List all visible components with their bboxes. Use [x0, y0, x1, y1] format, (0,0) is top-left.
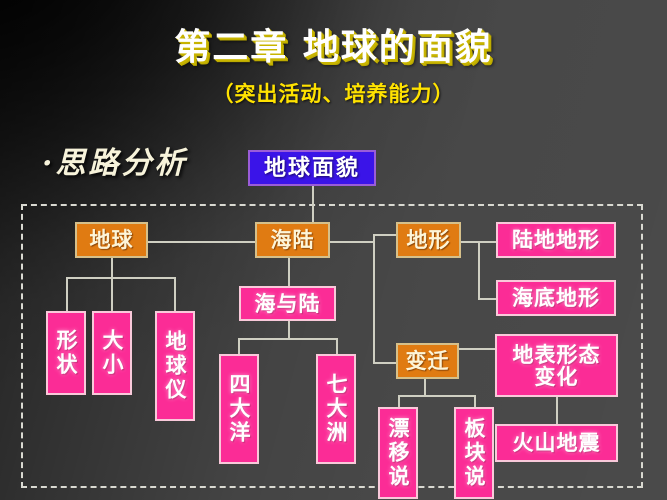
node-sea-and-land[interactable]: 海与陆 — [239, 286, 336, 321]
connector-to-change — [373, 362, 396, 364]
connector-change-to-surface — [459, 348, 495, 350]
node-earth[interactable]: 地球 — [75, 222, 148, 258]
connector-drift-riser — [398, 395, 400, 407]
node-seabed-topography[interactable]: 海底地形 — [496, 280, 616, 316]
connector-sealand2-bus — [238, 338, 338, 340]
section-heading: ·思路分析 — [42, 146, 188, 181]
diagram-boundary — [21, 204, 643, 488]
node-drift-theory[interactable]: 漂移说 — [378, 407, 418, 499]
node-seven-continents[interactable]: 七大洲 — [316, 354, 356, 464]
connector-earth-child1 — [66, 277, 68, 311]
node-size[interactable]: 大小 — [92, 311, 132, 395]
connector-earth-child2 — [111, 277, 113, 311]
connector-bus-left — [148, 241, 312, 243]
connector-surface-to-volcano — [556, 397, 558, 424]
node-globe[interactable]: 地球仪 — [155, 311, 195, 421]
connector-landform-out — [461, 241, 479, 243]
page-subtitle: （突出活动、培养能力） — [212, 81, 455, 106]
node-landform[interactable]: 地形 — [396, 222, 461, 258]
connector-sealand2-down — [288, 321, 290, 339]
connector-branch-vertical — [373, 234, 375, 364]
connector-change-down — [424, 379, 426, 396]
connector-root-down — [312, 186, 314, 242]
connector-sealand-down — [288, 258, 290, 286]
connector-bus-mid — [330, 241, 374, 243]
connector-ocean-riser — [238, 338, 240, 354]
connector-earth-down — [111, 258, 113, 278]
connector-landform-top — [478, 241, 496, 243]
page-title: 第二章 地球的面貌 — [174, 26, 493, 68]
node-land-topography[interactable]: 陆地地形 — [496, 222, 616, 258]
connector-earth-child3 — [174, 277, 176, 311]
connector-to-landform — [373, 234, 396, 236]
node-plate-theory[interactable]: 板块说 — [454, 407, 494, 499]
connector-landform-bottom — [478, 298, 496, 300]
node-root[interactable]: 地球面貌 — [248, 150, 376, 186]
node-volcano-earthquake[interactable]: 火山地震 — [495, 424, 618, 462]
connector-earth-bus — [66, 277, 176, 279]
node-sea-land[interactable]: 海陆 — [255, 222, 330, 258]
connector-plate-riser — [474, 395, 476, 407]
node-surface-change[interactable]: 地表形态 变化 — [495, 334, 618, 397]
connector-continent-riser — [336, 338, 338, 354]
connector-change-bus — [398, 395, 476, 397]
node-four-oceans[interactable]: 四大洋 — [219, 354, 259, 464]
node-shape[interactable]: 形状 — [46, 311, 86, 395]
node-change[interactable]: 变迁 — [396, 343, 459, 379]
connector-landform-bus — [478, 241, 480, 299]
